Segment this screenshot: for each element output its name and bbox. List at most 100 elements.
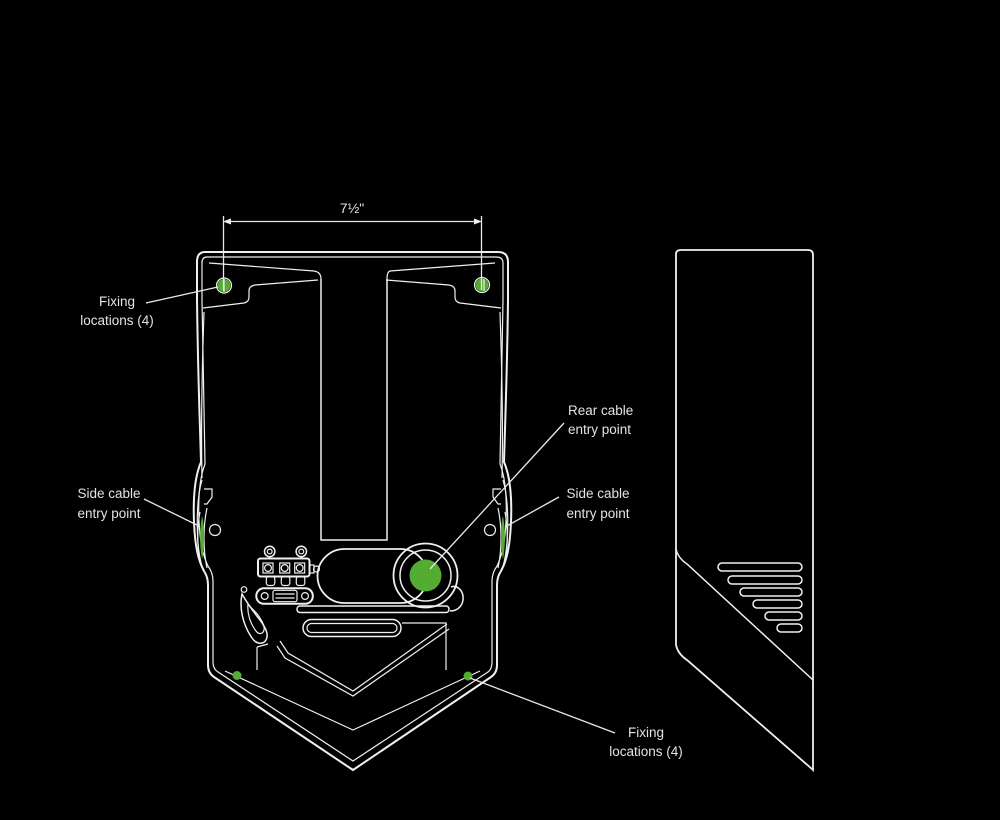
clamp-saddle <box>272 589 298 603</box>
terminal-leg <box>280 575 291 587</box>
label-text: entry point <box>77 506 140 521</box>
side-entry-marker <box>500 516 505 559</box>
funnel-right <box>386 262 496 280</box>
bottom-slot-inner <box>306 622 398 634</box>
leader-line <box>145 286 219 304</box>
clamp-screw-hole <box>301 591 310 600</box>
dimension-arrow-right <box>474 218 482 225</box>
side-entry-left <box>196 479 222 571</box>
terminal-contact <box>295 563 304 572</box>
dimension-value: 7½" <box>340 200 364 216</box>
terminal-contact <box>280 563 289 572</box>
vent-slot <box>727 575 803 585</box>
side-crease-line <box>675 548 814 681</box>
crescent-arc <box>197 511 201 563</box>
terminal-screw-center <box>266 548 273 555</box>
clamp-screw-hole <box>260 591 269 600</box>
label-text: entry point <box>566 506 629 521</box>
terminal-tab-hole <box>312 565 321 573</box>
side-wall-right <box>499 311 503 479</box>
screw-hole <box>483 523 497 537</box>
leader-line <box>429 422 565 570</box>
panel-v-line <box>279 623 448 692</box>
leader-line <box>143 498 200 527</box>
vent-slot <box>764 611 803 621</box>
rear-entry-assembly <box>316 542 459 609</box>
vent-slots <box>717 562 803 633</box>
vent-slot <box>739 587 803 597</box>
label-text: locations (4) <box>80 313 154 328</box>
side-entry-right <box>483 479 509 571</box>
hook-inner <box>247 602 265 635</box>
label-text: Fixing <box>99 294 135 309</box>
terminal-window <box>262 562 274 574</box>
vent-slot <box>717 562 803 572</box>
side-view <box>675 249 814 773</box>
fixing-hole-bottom-left <box>232 671 242 680</box>
terminal-screw-center <box>298 548 305 555</box>
label-text: locations (4) <box>609 744 683 759</box>
terminal-window <box>279 562 291 574</box>
crescent-arc <box>497 507 502 569</box>
label-text: Side cable <box>566 486 629 501</box>
panel-edge-right <box>402 622 447 670</box>
leader-line <box>469 677 616 734</box>
vent-slot <box>776 623 803 633</box>
label-side-cable-left: Side cable entry point <box>77 486 200 527</box>
dimension-arrow-left <box>223 218 231 225</box>
front-inner-outline <box>198 256 507 762</box>
label-fixing-bottom: Fixing locations (4) <box>469 677 683 759</box>
label-side-cable-right: Side cable entry point <box>504 486 630 528</box>
cable-clamp-plate <box>255 587 314 605</box>
vent-slot <box>752 599 803 609</box>
panel-edge-left <box>256 643 269 670</box>
shelf-left <box>202 279 319 309</box>
terminal-leg <box>295 575 306 587</box>
hook-pivot <box>240 586 248 593</box>
inner-chevron-line <box>224 670 481 731</box>
bulge-arc <box>501 479 509 571</box>
side-wall-left <box>201 311 205 479</box>
inner-v-panel <box>256 622 450 697</box>
label-text: entry point <box>568 422 631 437</box>
label-fixing-top: Fixing locations (4) <box>80 286 219 328</box>
label-text: Rear cable <box>568 403 633 418</box>
hook-outer <box>240 591 268 644</box>
dimension-annotation: 7½" <box>222 200 483 290</box>
terminal-window <box>294 562 306 574</box>
callout-labels: Fixing locations (4) Side cable entry po… <box>77 286 683 759</box>
funnel-left <box>208 262 322 280</box>
bulge-arc <box>196 479 204 571</box>
crescent-arc <box>203 507 208 569</box>
front-view <box>192 251 513 772</box>
label-rear-cable: Rear cable entry point <box>429 403 633 570</box>
latch-notch <box>204 488 213 505</box>
support-bar <box>296 605 450 614</box>
clamp-ridges <box>275 593 295 599</box>
latch-notch <box>492 488 501 505</box>
rear-entry-outer-ring <box>392 542 459 609</box>
shelf-right <box>385 279 502 309</box>
terminal-leg <box>265 575 276 587</box>
rear-entry-inner-ring <box>399 549 452 602</box>
cable-guide-hook <box>240 586 268 644</box>
terminal-block <box>255 545 321 605</box>
fixing-hole-bottom-right <box>463 671 473 681</box>
leader-line <box>504 496 560 528</box>
terminal-screw <box>263 545 276 558</box>
panel-v-line <box>276 628 450 697</box>
terminal-body <box>257 557 311 578</box>
bottom-slot-outer <box>302 618 402 638</box>
crescent-arc <box>504 511 508 563</box>
side-outline <box>675 249 814 773</box>
front-outer-outline <box>192 251 513 772</box>
label-text: Fixing <box>628 725 664 740</box>
terminal-screw <box>295 545 308 558</box>
rear-entry-marker <box>409 559 442 592</box>
terminal-contact <box>264 563 273 572</box>
support-bar-curl <box>449 585 464 612</box>
mounting-channel <box>320 279 388 541</box>
screw-hole <box>208 523 222 537</box>
